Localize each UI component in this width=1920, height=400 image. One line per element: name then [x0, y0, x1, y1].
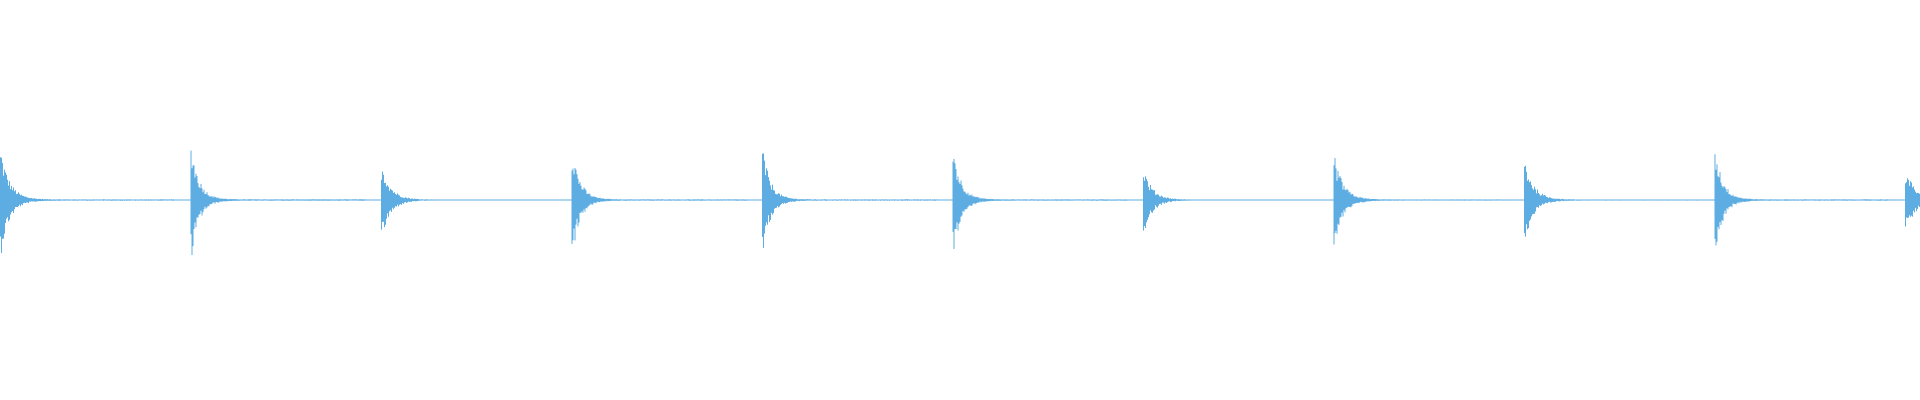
waveform-transient: [952, 158, 1128, 249]
waveform-transient: [1333, 158, 1509, 245]
waveform-transient-path: [0, 157, 175, 253]
waveform-transient: [571, 168, 747, 244]
waveform-transient: [1143, 176, 1318, 231]
waveform-transient-path: [762, 153, 937, 248]
waveform-transient: [0, 157, 175, 253]
waveform-transient: [381, 171, 556, 230]
waveform-transient: [1905, 178, 1920, 227]
waveform-transient-path: [1524, 165, 1699, 237]
waveform-transient-path: [190, 150, 366, 255]
waveform-transient-path: [1905, 178, 1920, 227]
waveform-transient-path: [571, 168, 747, 244]
waveform-transient-path: [1333, 158, 1509, 245]
waveform-transient-path: [952, 158, 1128, 249]
waveform-transient: [1524, 165, 1699, 237]
waveform-shape: [0, 150, 1920, 255]
waveform-transient-path: [1143, 176, 1318, 231]
waveform-transient-path: [381, 171, 556, 230]
waveform-transient-path: [1714, 154, 1890, 246]
waveform-transient: [190, 150, 366, 255]
waveform-transient: [762, 153, 937, 248]
waveform-transient: [1714, 154, 1890, 246]
